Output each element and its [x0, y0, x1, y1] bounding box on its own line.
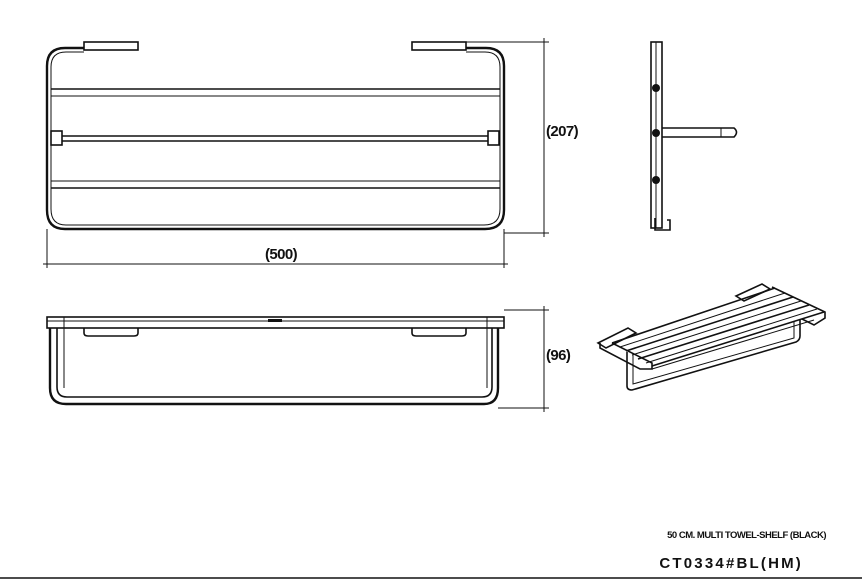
iso-towel-bar: [626, 319, 801, 391]
iso-end-right: [771, 286, 826, 326]
side-view-arm: [662, 127, 738, 138]
top-view-frame-inner: [50, 51, 501, 226]
iso-slat: [625, 296, 794, 352]
iso-slat: [645, 308, 818, 364]
iso-slat: [651, 319, 815, 370]
front-view: (96): [46, 306, 571, 412]
iso-view: [596, 283, 826, 391]
iso-bracket-left: [596, 327, 638, 349]
top-view-frame-outer: [45, 46, 506, 231]
front-view-bar-inner: [56, 328, 493, 398]
front-view-bar-outer: [48, 328, 500, 406]
screw-icon: [652, 84, 660, 92]
dim-width-label: (500): [265, 246, 298, 263]
iso-slat: [631, 300, 802, 356]
top-view-bracket-right: [411, 41, 467, 51]
top-view-bar-end-left: [50, 130, 63, 146]
side-view: [650, 41, 738, 231]
iso-slat: [637, 304, 810, 360]
screw-icon: [652, 129, 660, 137]
title-block: 50 CM. MULTI TOWEL-SHELF (BLACK) CT0334#…: [0, 530, 862, 579]
side-view-hook: [654, 218, 671, 231]
top-view-bar-end-right: [487, 130, 500, 146]
screw-icon: [652, 176, 660, 184]
product-name: 50 CM. MULTI TOWEL-SHELF (BLACK): [667, 530, 826, 541]
front-view-bracket-left: [83, 328, 139, 337]
logo-mark-icon: [268, 319, 282, 322]
iso-slat: [611, 287, 776, 344]
iso-towel-bar-inner: [632, 322, 795, 385]
dim-depth-label: (96): [546, 347, 571, 364]
iso-slat: [619, 292, 786, 348]
top-view-bracket-left: [83, 41, 139, 51]
product-code: CT0334#BL(HM): [659, 555, 803, 572]
iso-bracket-right: [734, 283, 772, 302]
front-view-shelf: [46, 316, 505, 329]
iso-end-left: [599, 342, 653, 370]
dim-height-label: (207): [546, 123, 579, 140]
front-view-bracket-right: [411, 328, 467, 337]
iso-slat: [651, 311, 825, 367]
top-view: (207) (500): [43, 38, 579, 268]
